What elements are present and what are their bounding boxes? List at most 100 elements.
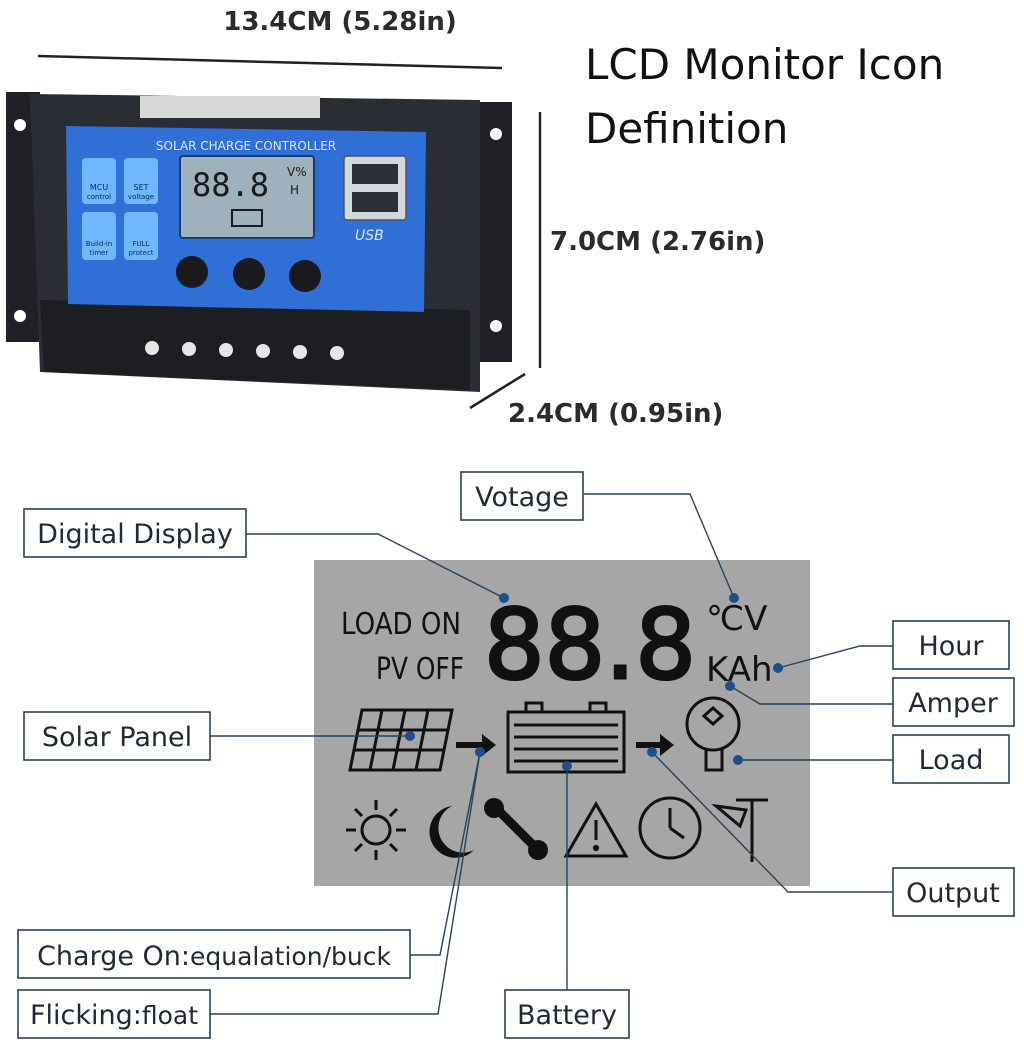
dot-voltage	[729, 593, 739, 603]
leader-hour	[777, 645, 893, 669]
street-light-icon	[711, 798, 768, 862]
leader-digital-display	[246, 533, 505, 599]
device-lcd-battery-icon	[231, 209, 263, 227]
svg-text:Amper: Amper	[908, 688, 999, 719]
terminal-1	[145, 341, 159, 355]
svg-text:Charge On:equalation/buck: Charge On:equalation/buck	[37, 941, 391, 972]
flicking-prefix: Flicking:	[30, 1000, 142, 1031]
leader-output	[651, 751, 893, 893]
protect-label-2: protect	[128, 249, 153, 257]
protect-badge	[124, 212, 158, 260]
charge-on-value: equalation/buck	[190, 942, 391, 971]
svg-text:Battery: Battery	[517, 1000, 617, 1031]
svg-text:Hour: Hour	[918, 631, 984, 662]
set-voltage-badge	[124, 158, 158, 204]
lcd-panel	[314, 560, 810, 886]
heading-line-2: Definition	[585, 104, 788, 153]
svg-text:Solar Panel: Solar Panel	[42, 722, 192, 753]
svg-text:Load: Load	[919, 745, 984, 776]
callout-output: Output	[892, 867, 1015, 917]
load-bulb-icon	[685, 696, 741, 772]
terminal-3	[219, 343, 233, 357]
mcu-control-badge	[82, 158, 116, 204]
callout-digital-display: Digital Display	[23, 508, 247, 558]
heading-line-1: LCD Monitor Icon	[585, 40, 944, 89]
leader-charge-on	[410, 751, 481, 956]
terminal-2	[182, 342, 196, 356]
left-mounting-tab	[6, 92, 40, 342]
usb-port-1	[352, 164, 398, 184]
right-mounting-tab	[476, 102, 512, 362]
lcd-unit-temp-volt: ℃V	[706, 599, 767, 639]
dot-output	[647, 747, 657, 757]
callout-voltage: Votage	[460, 471, 584, 521]
moon-icon	[429, 806, 474, 858]
svg-text:Votage: Votage	[475, 482, 569, 513]
dot-amper	[725, 681, 735, 691]
panel-title: SOLAR CHARGE CONTROLLER	[156, 139, 336, 153]
mcu-label-1: MCU	[90, 183, 108, 192]
leader-voltage	[584, 493, 735, 599]
lcd-load-on: LOAD ON	[341, 607, 461, 642]
terminal-5	[293, 345, 307, 359]
dimension-width: 13.4CM (5.28in)	[223, 7, 457, 37]
flicking-value: float	[142, 1001, 198, 1030]
top-sticker	[140, 96, 320, 118]
charge-on-prefix: Charge On:	[37, 941, 190, 972]
dimension-height: 7.0CM (2.76in)	[550, 227, 765, 257]
arrow-to-battery-icon	[456, 734, 496, 756]
lcd-pv-off: PV OFF	[376, 652, 464, 687]
usb-port-2	[352, 192, 398, 212]
dot-battery	[562, 761, 572, 771]
terminal-6	[330, 346, 344, 360]
callout-load: Load	[892, 734, 1010, 784]
callout-charge-on: Charge On:equalation/buck	[17, 929, 411, 979]
mcu-label-2: control	[87, 193, 111, 201]
dot-charge	[475, 747, 485, 757]
lcd-unit-kah: KAh	[706, 650, 773, 690]
left-screw-hole-top	[14, 119, 26, 131]
callout-flicking: Flicking:float	[17, 989, 211, 1039]
device-lcd-digits: 88.8	[192, 166, 269, 204]
usb-label: USB	[355, 228, 384, 244]
right-screw-hole-top	[490, 128, 502, 140]
dot-digital-display	[499, 593, 509, 603]
svg-text:Output: Output	[906, 878, 1000, 909]
solar-panel-icon	[348, 708, 454, 772]
warning-icon	[563, 800, 629, 858]
leader-flicking	[210, 751, 481, 1015]
dimension-depth: 2.4CM (0.95in)	[508, 399, 723, 429]
sun-icon	[346, 800, 406, 860]
callout-amper: Amper	[892, 677, 1015, 727]
controller-device: SOLAR CHARGE CONTROLLER MCU control SET …	[6, 92, 512, 392]
leader-amper	[729, 685, 893, 705]
down-button	[289, 260, 321, 292]
svg-text:Digital Display: Digital Display	[37, 519, 233, 550]
dot-hour	[773, 663, 783, 673]
left-screw-hole-bottom	[14, 310, 26, 322]
callout-hour: Hour	[892, 620, 1010, 670]
callout-solar-panel: Solar Panel	[23, 711, 211, 761]
dot-solar-panel	[405, 731, 415, 741]
right-screw-hole-bottom	[490, 320, 502, 332]
callout-battery: Battery	[504, 989, 630, 1039]
timer-badge	[82, 212, 116, 260]
svg-text:Flicking:float: Flicking:float	[30, 1000, 198, 1031]
up-button	[233, 258, 265, 290]
device-lower-block	[40, 300, 470, 390]
dot-load	[733, 755, 743, 765]
dimension-width-line	[37, 54, 503, 70]
clock-icon	[638, 796, 702, 860]
device-lcd	[179, 155, 315, 239]
arrow-to-load-icon	[636, 734, 674, 756]
device-lcd-units-bottom: H	[290, 183, 299, 197]
protect-label-1: FULL	[133, 240, 150, 248]
terminal-4	[256, 344, 270, 358]
set-label-1: SET	[133, 183, 148, 192]
timer-label-2: timer	[90, 249, 109, 257]
dimension-depth-line	[469, 372, 526, 410]
device-lcd-units-top: V%	[287, 165, 307, 179]
battery-icon	[506, 701, 626, 774]
set-label-2: voltage	[128, 193, 154, 201]
